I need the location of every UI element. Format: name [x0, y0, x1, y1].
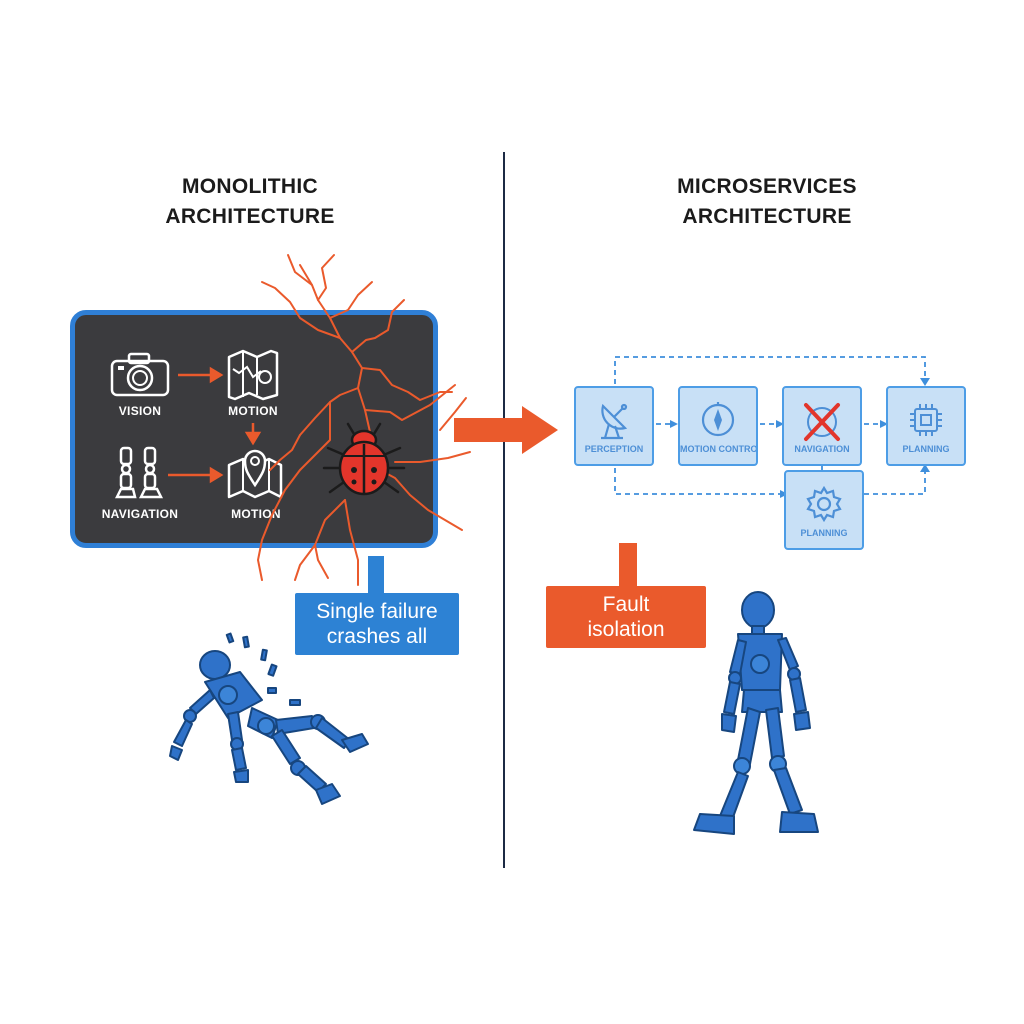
- module-label-navigation: NAVIGATION: [101, 507, 179, 521]
- center-divider: [503, 152, 505, 868]
- microservices-title-line1: MICROSERVICES: [677, 175, 857, 198]
- microservices-title-line2: ARCHITECTURE: [682, 205, 852, 228]
- service-label-perception: PERCEPTION: [584, 444, 644, 454]
- x-failed-icon: [804, 403, 840, 441]
- monolithic-title: MONOLITHIC ARCHITECTURE: [100, 172, 400, 232]
- cpu-chip-icon: [910, 404, 942, 436]
- service-planning-top[interactable]: PLANNING: [886, 386, 966, 466]
- compass-icon: [701, 402, 735, 437]
- fault-isolation-callout: Fault isolation: [546, 586, 706, 648]
- single-failure-callout: Single failure crashes all: [295, 593, 459, 655]
- callout-stem-orange: [619, 543, 637, 589]
- service-label-navigation: NAVIGATION: [794, 444, 850, 454]
- microservices-title: MICROSERVICES ARCHITECTURE: [617, 172, 917, 232]
- camera-icon: [110, 352, 170, 397]
- service-motion-control[interactable]: MOTION CONTROL: [678, 386, 758, 466]
- single-failure-line1: Single failure: [316, 600, 438, 623]
- fault-isolation-line2: isolation: [587, 618, 665, 641]
- satellite-dish-icon: [601, 403, 628, 440]
- module-label-motion-bottom: MOTION: [231, 507, 281, 521]
- fault-isolation-line1: Fault: [602, 593, 650, 616]
- service-label-motion-control: MOTION CONTROL: [680, 444, 756, 454]
- gear-icon: [806, 485, 842, 523]
- monolithic-title-line1: MONOLITHIC: [182, 175, 318, 198]
- module-arrows: [168, 366, 262, 484]
- monolithic-title-line2: ARCHITECTURE: [165, 205, 335, 228]
- service-planning-bottom[interactable]: PLANNING: [784, 470, 864, 550]
- service-perception[interactable]: PERCEPTION: [574, 386, 654, 466]
- bug-icon: [322, 422, 406, 496]
- walking-robot-icon: [693, 591, 819, 835]
- service-label-planning-bottom: PLANNING: [800, 528, 848, 538]
- map-icon: [227, 349, 279, 401]
- module-label-vision: VISION: [118, 404, 162, 418]
- single-failure-line2: crashes all: [326, 625, 428, 648]
- fallen-robot-icon: [169, 632, 369, 805]
- transition-arrow: [454, 406, 558, 454]
- robot-legs-icon: [114, 446, 164, 499]
- service-label-planning-top: PLANNING: [902, 444, 950, 454]
- module-label-motion-top: MOTION: [228, 404, 278, 418]
- service-navigation[interactable]: NAVIGATION: [782, 386, 862, 466]
- callout-stem-blue: [368, 556, 384, 596]
